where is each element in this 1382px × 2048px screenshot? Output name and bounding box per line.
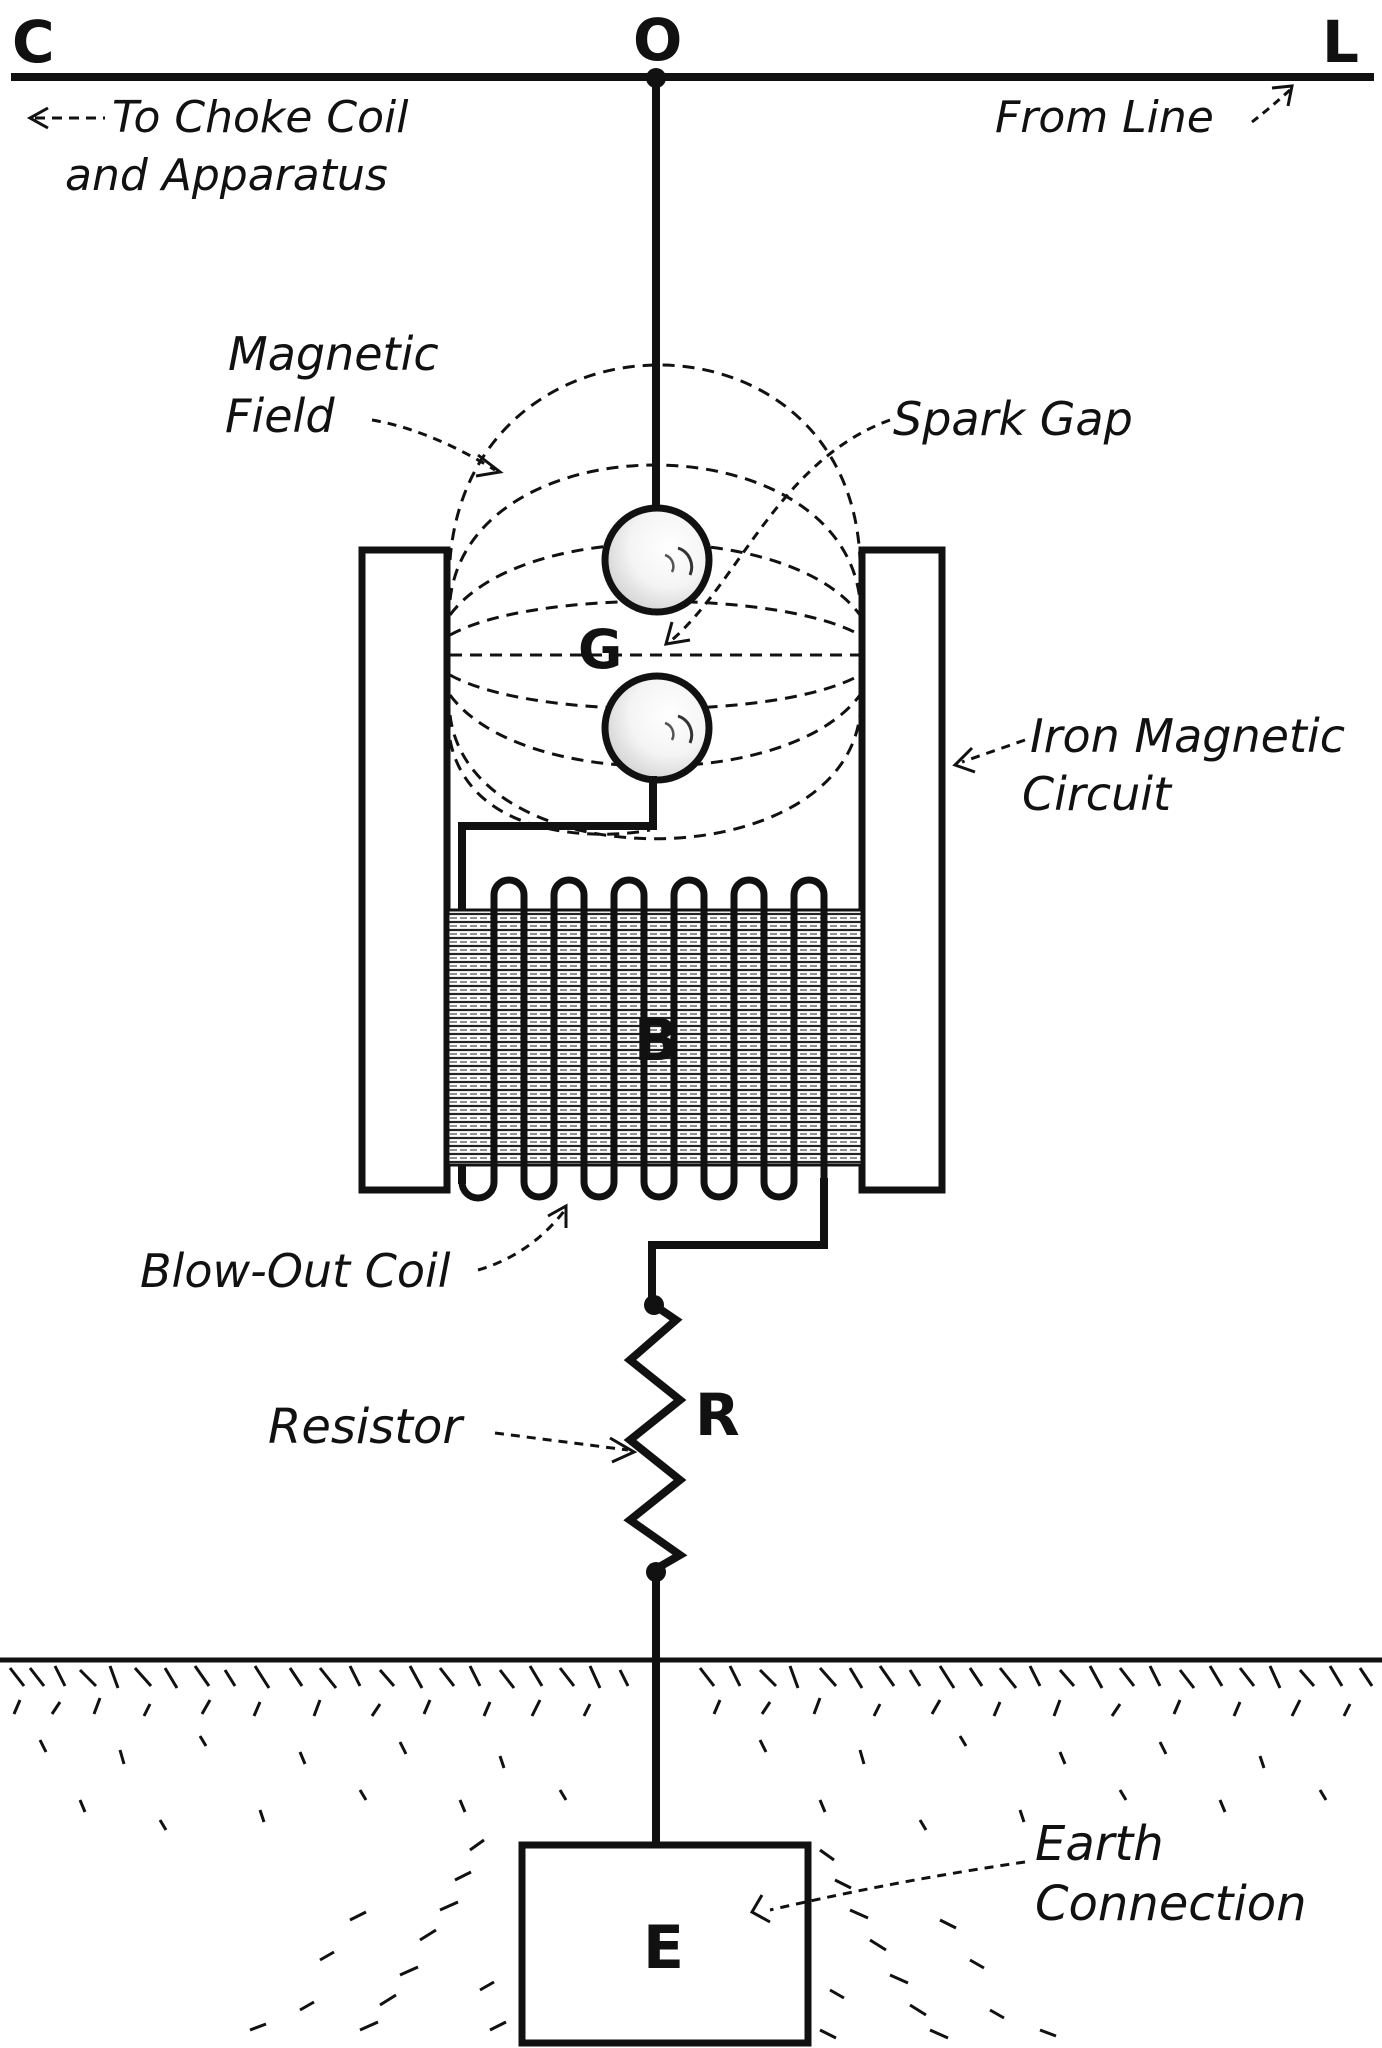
resistor <box>623 1299 688 1576</box>
earth-soil-texture <box>249 1838 1057 2040</box>
wire-coil-to-resistor <box>648 1178 828 1309</box>
magnetic-field-label-1: Magnetic <box>228 327 439 381</box>
letter-o: O <box>633 6 682 74</box>
letter-l: L <box>1322 8 1359 76</box>
letter-e: E <box>643 1913 684 1983</box>
iron-circuit-label-2: Circuit <box>1022 767 1173 821</box>
magnetic-field-label-2: Field <box>225 389 335 443</box>
spark-gap-upper-ball <box>601 504 713 616</box>
resistor-arrow <box>494 1431 638 1464</box>
letter-g: G <box>578 618 622 681</box>
letter-r: R <box>695 1381 740 1449</box>
letter-c: C <box>12 8 55 76</box>
spark-gap-arrow <box>663 418 891 646</box>
blowout-coil-arrow <box>477 1203 568 1272</box>
coil-windings <box>458 876 828 1202</box>
iron-plate-left <box>358 546 451 1194</box>
spark-gap-label: Spark Gap <box>893 392 1133 446</box>
resistor-label: Resistor <box>268 1399 465 1455</box>
earth-connection-arrow <box>749 1860 1026 1924</box>
choke-label-line2: and Apparatus <box>65 150 388 201</box>
earth-electrode <box>518 1841 812 2047</box>
from-line-label: From Line <box>995 92 1214 143</box>
choke-label-line1: To Choke Coil <box>112 92 409 143</box>
letter-b: B <box>634 1006 678 1074</box>
earth-connection-label-1: Earth <box>1035 1816 1164 1872</box>
choke-arrow <box>26 106 105 130</box>
from-line-arrow <box>1251 84 1294 124</box>
iron-circuit-arrow <box>952 738 1026 774</box>
spark-gap-lower-ball <box>601 672 713 784</box>
ground-surface <box>0 1657 1382 1831</box>
iron-plate-right <box>858 546 946 1194</box>
iron-circuit-label-1: Iron Magnetic <box>1030 709 1345 763</box>
magnetic-field-arrow <box>371 418 504 478</box>
earth-connection-label-2: Connection <box>1035 1876 1307 1932</box>
blowout-coil-label: Blow-Out Coil <box>140 1244 451 1298</box>
